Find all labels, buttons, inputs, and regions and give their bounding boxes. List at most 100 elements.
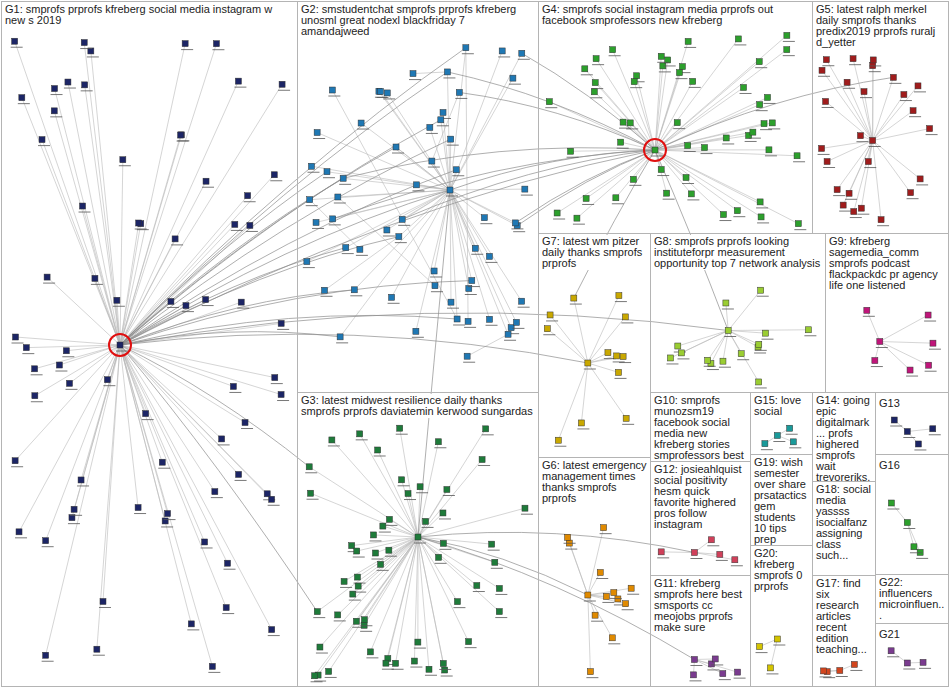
vertex-icon — [370, 532, 376, 538]
vertex-icon — [758, 214, 764, 220]
vertex-underline — [577, 428, 589, 429]
vertex-link — [383, 526, 418, 537]
vertex-underline — [498, 56, 510, 57]
vertex-link — [588, 356, 617, 363]
vertex-underline — [766, 673, 778, 674]
vertex-link — [694, 553, 719, 555]
vertex-icon — [463, 45, 469, 51]
vertex-underline — [857, 214, 869, 215]
vertex-icon — [308, 163, 314, 169]
vertex-icon — [324, 169, 330, 175]
vertex-underline — [306, 205, 318, 206]
cross-group-link — [450, 150, 655, 190]
vertex-underline — [666, 363, 678, 364]
vertex-underline — [701, 153, 713, 154]
vertex-link — [338, 197, 435, 286]
vertex-link — [655, 150, 691, 194]
vertex-underline — [903, 437, 915, 438]
vertex-underline — [388, 303, 400, 304]
cross-group-link — [120, 334, 588, 363]
vertex-underline — [856, 141, 868, 142]
vertex-icon — [375, 447, 381, 453]
vertex-link — [418, 513, 443, 537]
vertex-icon — [405, 491, 411, 497]
vertex-icon — [415, 639, 421, 645]
group-panel: G13 — [875, 392, 949, 455]
vertex-underline — [116, 351, 128, 352]
vertex-icon — [652, 147, 658, 153]
vertex-underline — [822, 65, 834, 66]
vertex-icon — [444, 69, 450, 75]
vertex-underline — [465, 647, 477, 648]
vertex-underline — [581, 74, 593, 75]
vertex-link — [120, 345, 168, 514]
vertex-underline — [229, 392, 241, 393]
vertex-icon — [489, 541, 495, 547]
vertex-icon — [65, 79, 71, 85]
vertex-icon — [357, 431, 363, 437]
vertex-icon — [888, 648, 894, 654]
vertex-underline — [675, 78, 687, 79]
vertex-underline — [342, 253, 354, 254]
vertex-link — [333, 190, 450, 219]
vertex-underline — [622, 609, 634, 610]
vertex-icon — [685, 143, 691, 149]
cross-group-link — [120, 345, 309, 467]
vertex-link — [120, 345, 239, 474]
vertex-icon — [585, 592, 591, 598]
vertex-underline — [91, 284, 103, 285]
vertex-icon — [522, 505, 528, 511]
vertex-link — [880, 342, 933, 344]
vertex-icon — [454, 316, 460, 322]
vertex-underline — [65, 389, 77, 390]
vertex-underline — [926, 134, 938, 135]
vertex-underline — [377, 570, 389, 571]
vertex-icon — [43, 652, 49, 658]
vertex-underline — [468, 286, 480, 287]
vertex-icon — [920, 659, 926, 665]
cross-group-link — [418, 532, 694, 552]
vertex-link — [450, 53, 522, 190]
cross-group-link — [515, 150, 655, 223]
vertex-underline — [617, 148, 629, 149]
vertex-link — [74, 345, 120, 509]
vertex-link — [320, 537, 418, 647]
vertex-underline — [334, 202, 346, 203]
vertex-icon — [165, 511, 171, 517]
vertex-link — [907, 523, 914, 547]
vertex-icon — [609, 635, 615, 641]
vertex-underline — [99, 607, 111, 608]
group-panel: G21 — [875, 623, 949, 687]
vertex-link — [547, 329, 588, 363]
vertex-link — [373, 535, 418, 537]
vertex-icon — [304, 259, 310, 265]
vertex-link — [120, 345, 205, 542]
vertex-icon — [117, 342, 123, 348]
vertex-link — [68, 82, 120, 345]
vertex-icon — [410, 71, 416, 77]
vertex-icon — [384, 90, 390, 96]
vertex-icon — [870, 57, 876, 63]
vertex-underline — [464, 327, 476, 328]
vertex-icon — [864, 307, 870, 313]
vertex-link — [728, 331, 759, 345]
vertex-underline — [473, 591, 485, 592]
vertex-underline — [268, 505, 280, 506]
vertex-underline — [62, 356, 74, 357]
vertex-underline — [850, 670, 862, 671]
vertex-link — [588, 595, 612, 638]
vertex-underline — [187, 629, 199, 630]
vertex-icon — [178, 132, 184, 138]
vertex-underline — [518, 59, 530, 60]
vertex-underline — [783, 55, 795, 56]
vertex-underline — [755, 67, 767, 68]
vertex-underline — [77, 485, 89, 486]
vertex-icon — [857, 133, 863, 139]
vertex-link — [655, 150, 797, 156]
vertex-link — [120, 44, 216, 345]
vertex-link — [91, 51, 120, 345]
vertex-icon — [547, 312, 553, 318]
vertex-icon — [823, 57, 829, 63]
vertex-link — [343, 178, 450, 190]
vertex-underline — [584, 369, 596, 370]
